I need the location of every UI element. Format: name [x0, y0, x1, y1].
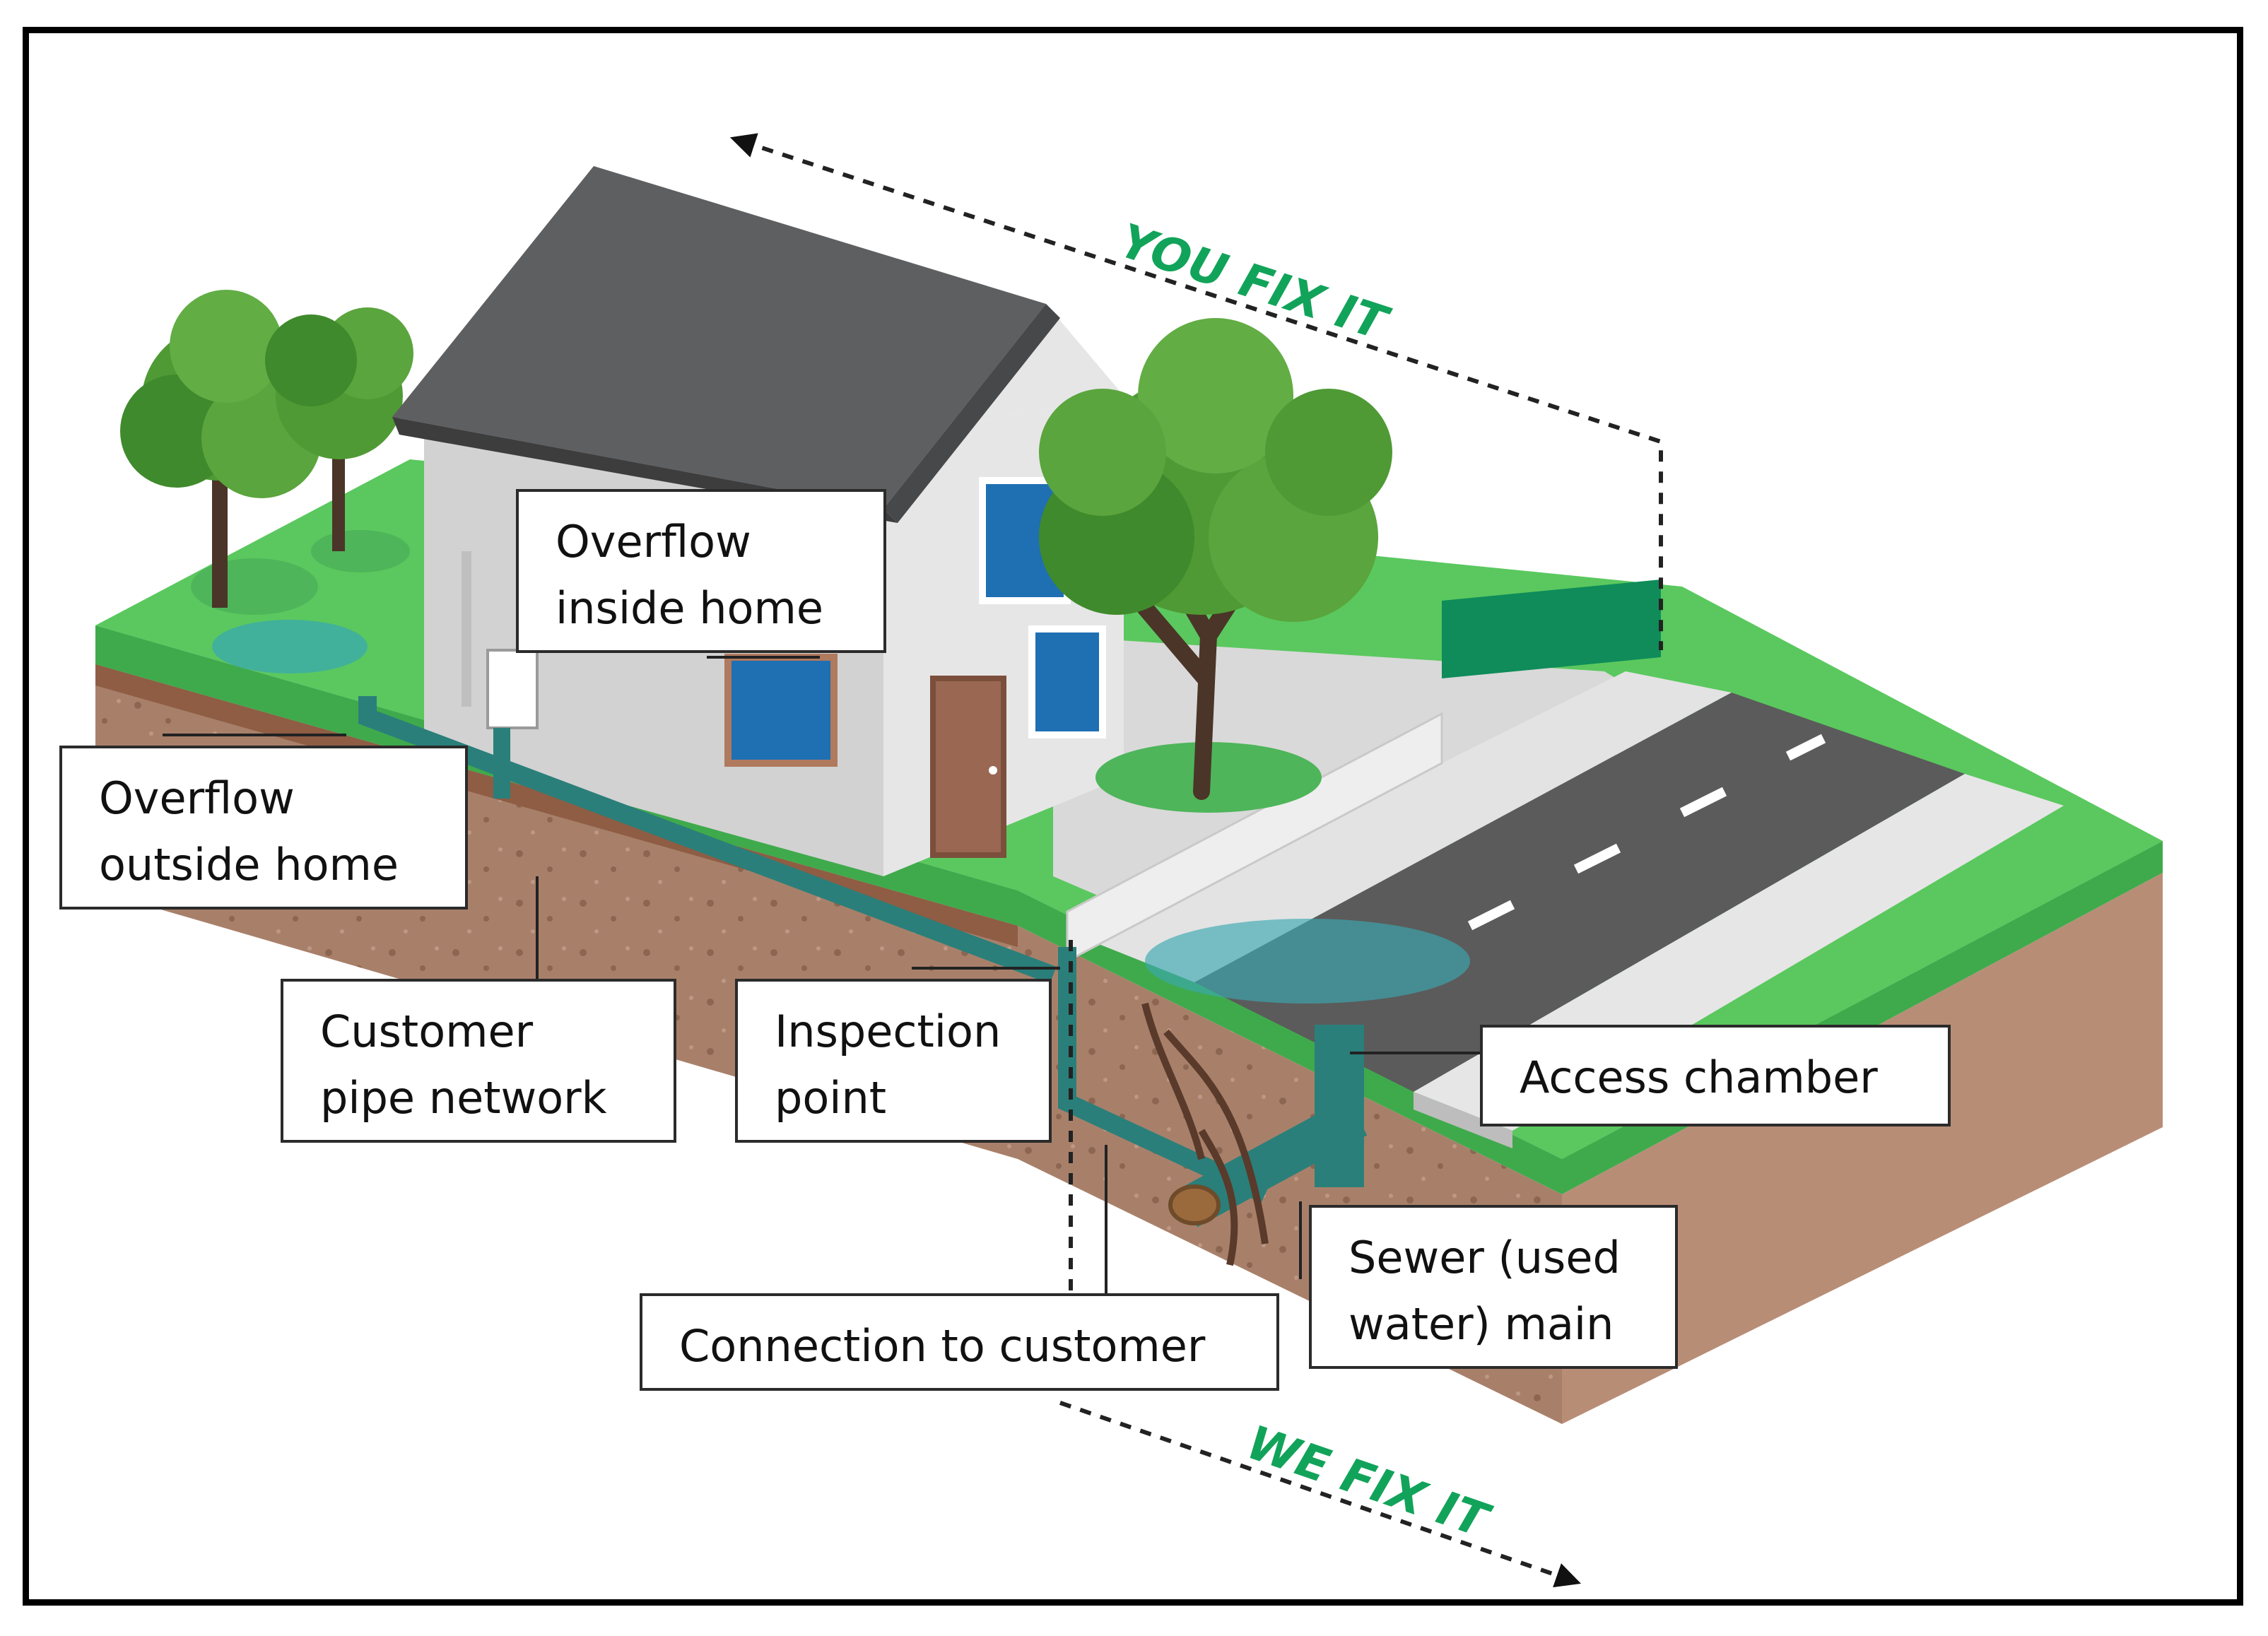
tree-right [1039, 318, 1392, 813]
soil-face-right [1562, 873, 2163, 1424]
connection-pipe [1058, 947, 1269, 1203]
customer-pipe [358, 696, 1057, 984]
responsibility-markers [729, 133, 1663, 1588]
tree-roots [1141, 1002, 1269, 1266]
trees-left [120, 290, 413, 615]
grass-edge-right [1018, 841, 2163, 1194]
house-roof-edge [883, 304, 1060, 523]
pavement-near [1088, 671, 1732, 982]
pipe-network [212, 620, 1470, 1266]
label-access-chamber: Access chamber [1480, 1025, 1951, 1126]
broken-pipe-end [1168, 1184, 1221, 1225]
window-lower [724, 654, 838, 767]
we-fix-boundary [1059, 1401, 1582, 1588]
label-sewer-main: Sewer (used water) main [1309, 1205, 1678, 1369]
boundary-hedge [1442, 579, 1661, 678]
label-overflow-inside-home: Overflow inside home [516, 489, 886, 653]
label-customer-pipe-network: Customer pipe network [281, 979, 676, 1143]
we-fix-it-label: WE FIX IT [1240, 1415, 1498, 1549]
overflow-pool-outside [212, 620, 368, 673]
road-markings [1467, 734, 1826, 931]
overflow-pool-road [1145, 919, 1470, 1004]
label-overflow-outside-home: Overflow outside home [59, 746, 468, 910]
you-fix-boundary [729, 133, 1663, 650]
toilet [486, 649, 539, 729]
label-inspection-point: Inspection point [735, 979, 1052, 1143]
leader-lines [163, 656, 1484, 1297]
house-roof [392, 166, 1046, 509]
label-connection-to-customer: Connection to customer [640, 1293, 1279, 1391]
kerb [1414, 1092, 1512, 1148]
window-middle [1028, 625, 1106, 738]
